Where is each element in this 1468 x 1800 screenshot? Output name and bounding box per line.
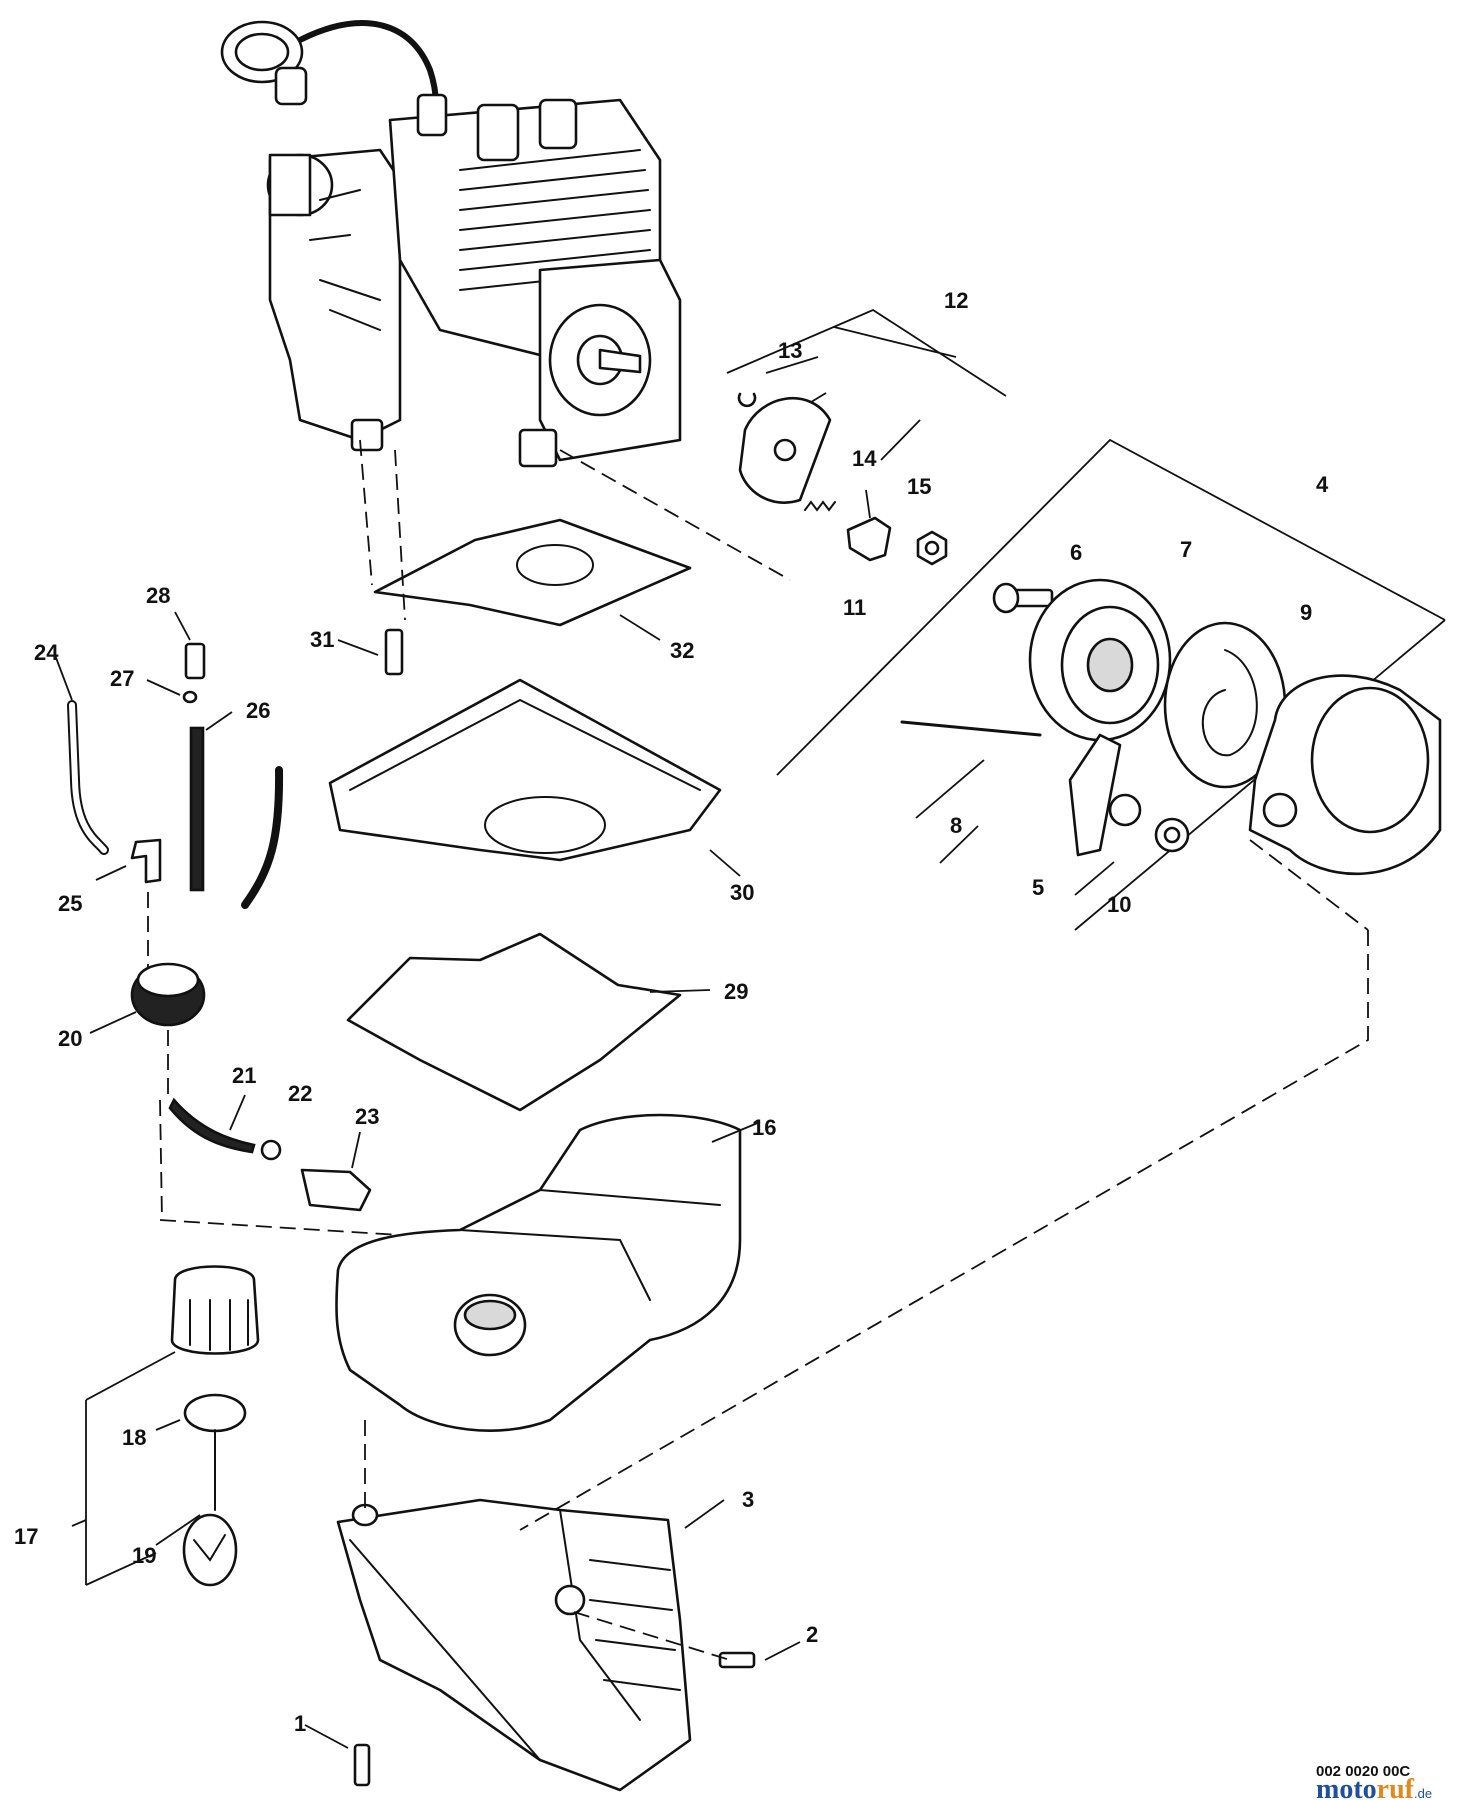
watermark-logo: motoruf.de <box>1316 1774 1432 1800</box>
callout-17: 17 <box>14 1524 38 1549</box>
callout-31: 31 <box>310 627 334 652</box>
callout-29: 29 <box>724 979 748 1004</box>
callout-11: 11 <box>843 595 866 620</box>
callout-3: 3 <box>742 1487 754 1512</box>
callout-5: 5 <box>1032 875 1044 900</box>
callout-15: 15 <box>907 474 931 499</box>
callout-9: 9 <box>1300 600 1312 625</box>
clutch-group <box>726 308 1007 566</box>
callout-16: 16 <box>752 1115 776 1140</box>
lower-housing <box>304 1498 801 1792</box>
callout-18: 18 <box>122 1425 146 1450</box>
callout-7: 7 <box>1180 537 1192 562</box>
fuel-tank <box>335 1113 761 1432</box>
watermark-text: motoruf.de <box>1316 1774 1432 1800</box>
callout-8: 8 <box>950 813 962 838</box>
callout-14: 14 <box>852 446 877 471</box>
callout-27: 27 <box>110 666 134 691</box>
callout-21: 21 <box>232 1063 256 1088</box>
starter-group <box>776 438 1446 931</box>
callout-1: 1 <box>294 1711 306 1736</box>
engine-assembly <box>220 20 682 468</box>
callout-28: 28 <box>146 583 170 608</box>
assembly-lines <box>359 439 1369 1661</box>
callout-12: 12 <box>944 288 968 313</box>
callout-4: 4 <box>1316 472 1329 497</box>
callout-labels: 1 2 3 4 5 6 7 8 9 10 11 12 13 14 15 16 1… <box>14 288 1329 1736</box>
callout-32: 32 <box>670 638 694 663</box>
callout-20: 20 <box>58 1026 82 1051</box>
callout-13: 13 <box>778 338 802 363</box>
callout-10: 10 <box>1107 892 1131 917</box>
callout-19: 19 <box>132 1543 156 1568</box>
fuel-lines-group <box>54 611 481 1300</box>
callout-2: 2 <box>806 1622 818 1647</box>
callout-6: 6 <box>1070 540 1082 565</box>
callout-30: 30 <box>730 880 754 905</box>
callout-23: 23 <box>355 1104 379 1129</box>
callout-22: 22 <box>288 1081 312 1106</box>
gasket-group <box>328 518 741 1112</box>
drawing-code: 002 0020 00C <box>1316 1763 1410 1780</box>
fuel-cap-group <box>71 1265 260 1587</box>
callout-26: 26 <box>246 698 270 723</box>
callout-25: 25 <box>58 891 82 916</box>
callout-24: 24 <box>34 640 59 665</box>
